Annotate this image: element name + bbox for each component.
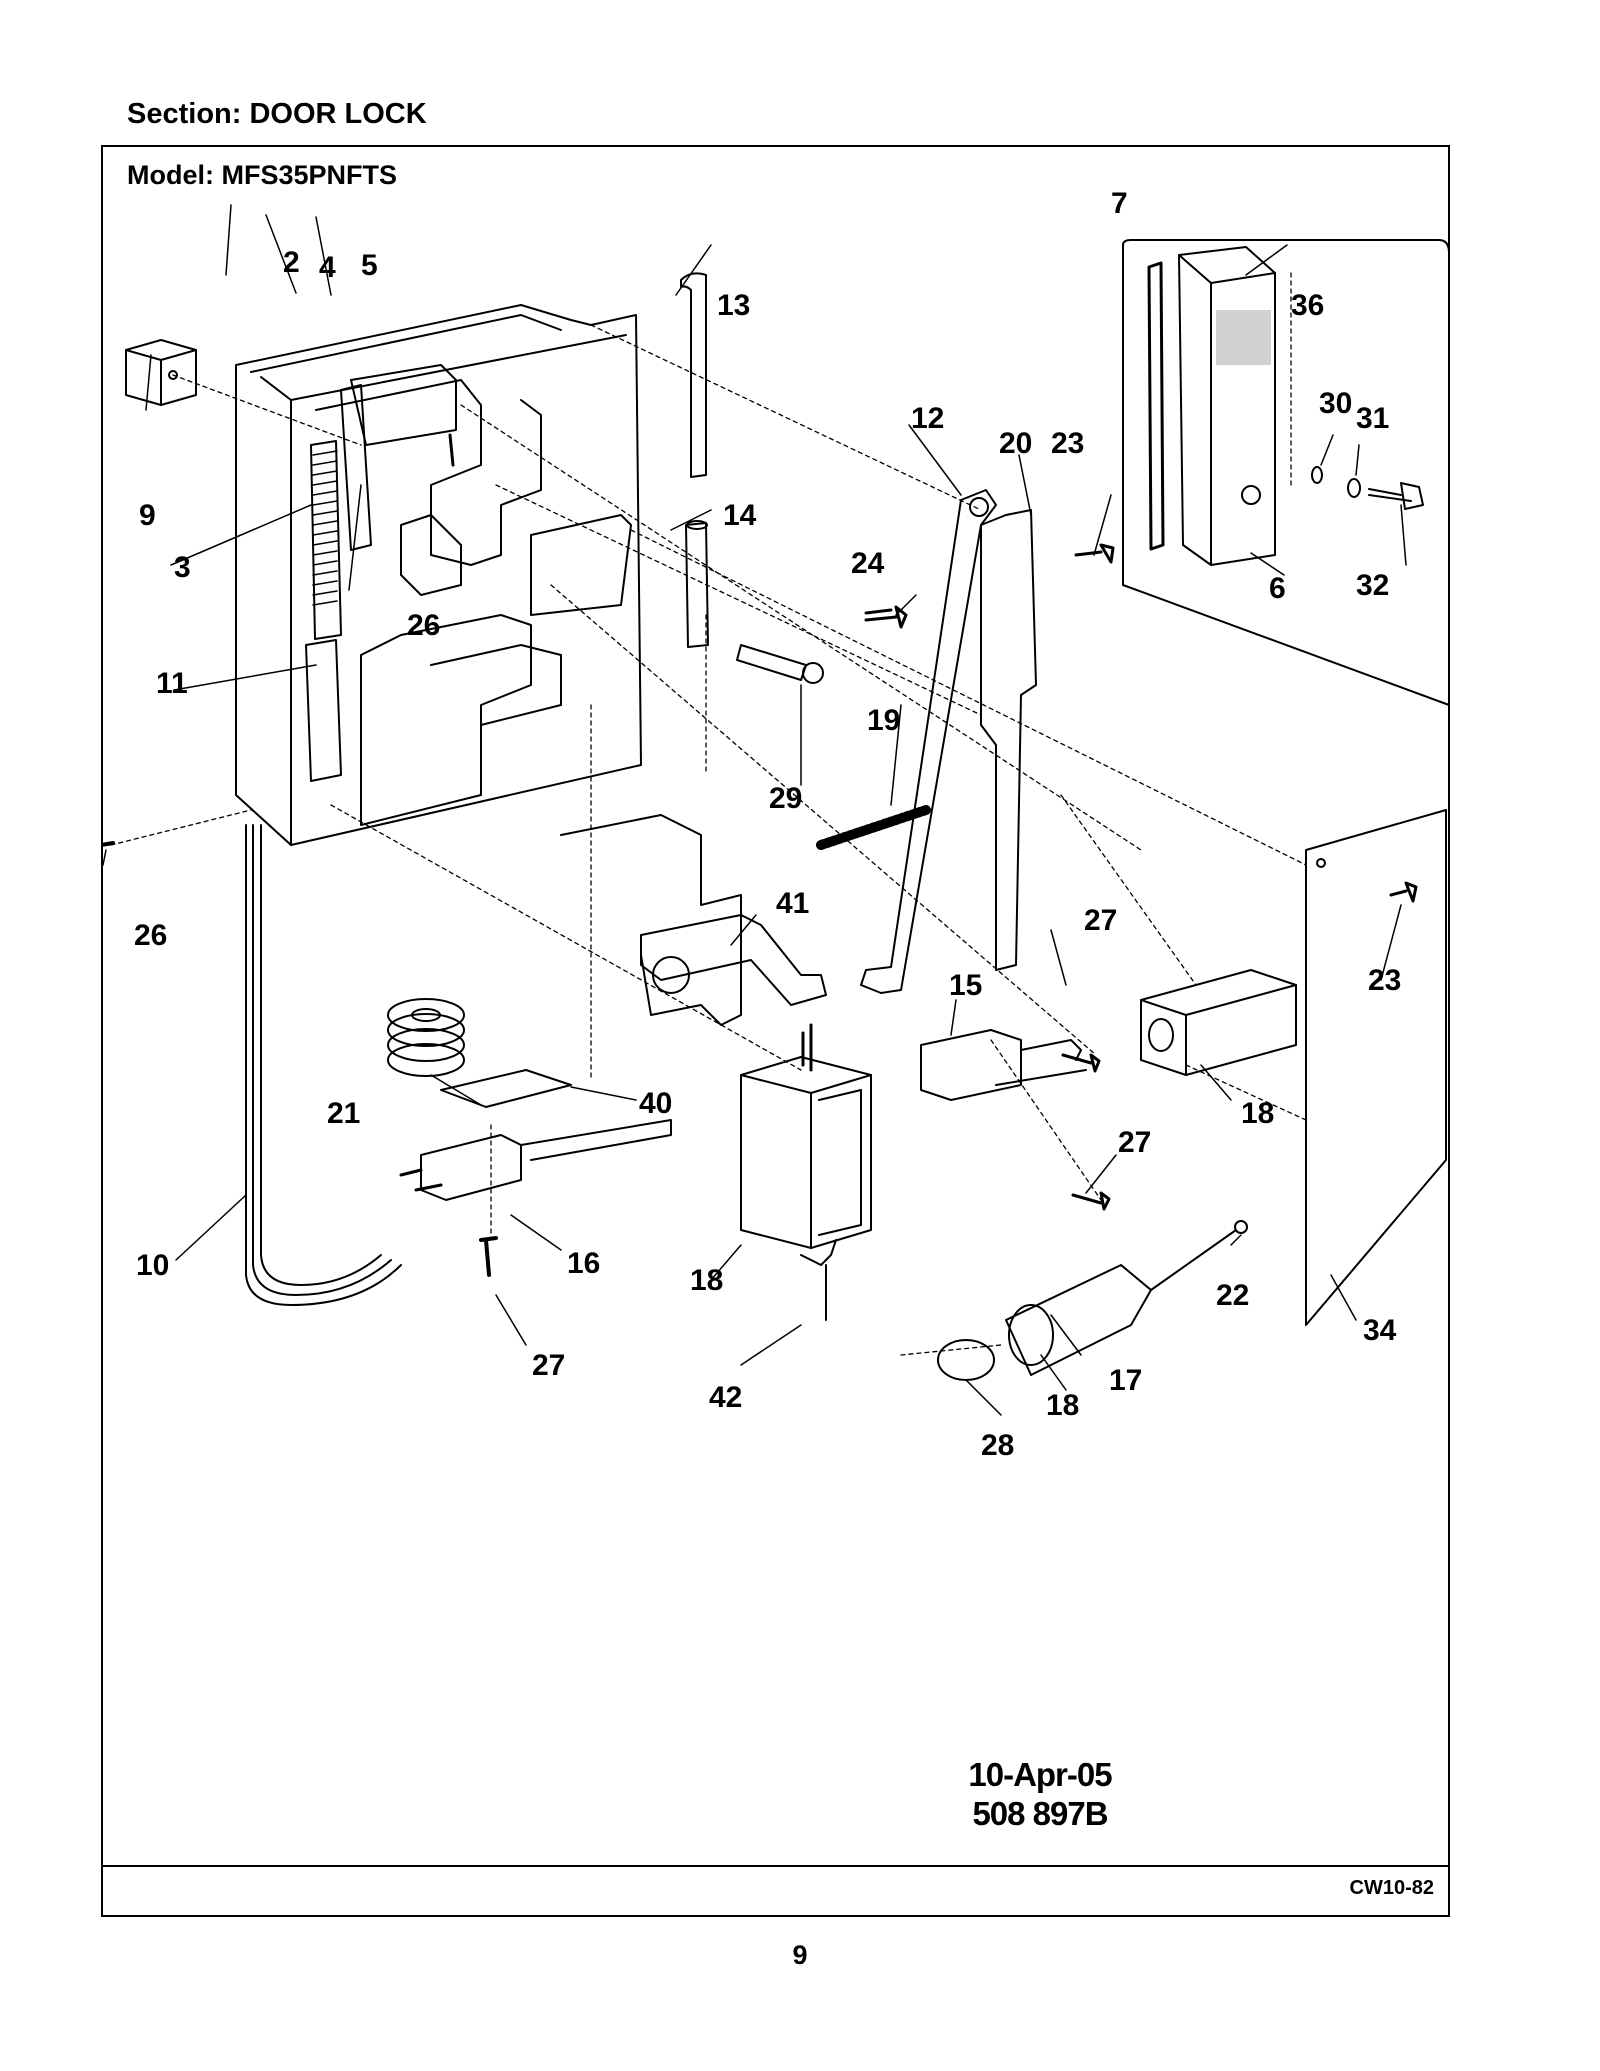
part-41-bracket [640, 914, 827, 1006]
callout-23: 23 [1051, 427, 1084, 460]
part-26-screw-top [448, 433, 455, 467]
callout-26-left: 26 [134, 919, 167, 952]
callout-13: 13 [717, 289, 750, 322]
part-14-tube [685, 522, 709, 648]
callout-24: 24 [851, 547, 885, 580]
callout-9: 9 [139, 499, 156, 532]
inset-panel [1122, 239, 1450, 706]
part-10-wires [245, 824, 402, 1306]
exploded-parts-diagram: 7 2 4 5 13 36 9 12 20 23 30 31 3 14 24 6… [101, 187, 1450, 1462]
callout-18-right: 18 [1241, 1097, 1274, 1130]
callout-17: 17 [1109, 1364, 1142, 1397]
part-7-strip [1147, 261, 1165, 551]
part-27-screw-bottom [479, 1236, 498, 1277]
callout-27: 27 [1084, 904, 1117, 937]
callout-2: 2 [283, 246, 300, 279]
callout-28: 28 [981, 1429, 1014, 1462]
part-19-spring [816, 805, 931, 850]
part-32-bolt [1368, 482, 1424, 510]
callout-21: 21 [327, 1097, 360, 1130]
callout-32: 32 [1356, 569, 1389, 602]
part-23-screw-top [1074, 543, 1115, 564]
callout-4: 4 [319, 251, 336, 284]
callout-42: 42 [709, 1381, 742, 1414]
part-18-right-solenoid [1140, 969, 1297, 1076]
drawing-frame [101, 145, 1450, 1917]
footer-divider [101, 1865, 1450, 1867]
callout-19: 19 [867, 704, 900, 737]
part-15-switch [920, 1029, 1022, 1101]
callout-18-bottom: 18 [1046, 1389, 1079, 1422]
callout-6: 6 [1269, 572, 1286, 605]
callout-12: 12 [911, 402, 944, 435]
callout-27-bottom: 27 [532, 1349, 565, 1382]
callout-18-center: 18 [690, 1264, 723, 1297]
callout-7: 7 [1111, 187, 1128, 220]
part-11-slide [305, 639, 342, 782]
callout-40: 40 [639, 1087, 672, 1120]
part-4-bracket [340, 384, 372, 551]
part-27-screw-low [1071, 1191, 1111, 1211]
part-18-solenoid [740, 1056, 872, 1249]
part-29-screw [736, 644, 807, 681]
document-code: CW10-82 [1349, 1877, 1434, 1899]
part-34-cover [1305, 809, 1447, 1326]
part-36-bracket [1178, 246, 1276, 566]
callout-31: 31 [1356, 402, 1389, 435]
callout-16: 16 [567, 1247, 600, 1280]
part-26-screw-left [101, 841, 115, 847]
part-12-lever [860, 489, 997, 994]
part-17-plunger [1005, 1264, 1152, 1376]
model-title: Model: MFS35PNFTS [127, 160, 398, 190]
callout-3: 3 [174, 551, 191, 584]
part-5-plate [350, 364, 457, 446]
callout-15: 15 [949, 969, 982, 1002]
callout-5: 5 [361, 249, 378, 282]
page-number: 9 [792, 1940, 808, 1970]
callout-14: 14 [723, 499, 757, 532]
part-23-screw-right [1389, 881, 1418, 903]
callout-36: 36 [1291, 289, 1324, 322]
callout-27-mid: 27 [1118, 1126, 1151, 1159]
part-40-plate [440, 1069, 572, 1108]
part-27-screw-mid [1061, 1053, 1101, 1073]
callout-29: 29 [769, 782, 802, 815]
callout-20: 20 [999, 427, 1032, 460]
part-2-frame [235, 304, 642, 846]
part-13-rod [680, 272, 707, 478]
callout-26: 26 [407, 609, 440, 642]
section-title: Section: DOOR LOCK [127, 98, 427, 130]
date-stamp: 10-Apr-05 [968, 1756, 1112, 1793]
part-16-switch [420, 1134, 522, 1201]
part-20-plate [980, 509, 1037, 971]
part-28-ring [937, 1339, 995, 1381]
part-number: 508 897B [972, 1795, 1108, 1832]
callout-23-right: 23 [1368, 964, 1401, 997]
callout-11: 11 [156, 667, 188, 700]
callout-34: 34 [1363, 1314, 1397, 1347]
callout-30: 30 [1319, 387, 1352, 420]
callout-10: 10 [136, 1249, 169, 1282]
revision-stamp: 10-Apr-05 508 897B [940, 1755, 1140, 1833]
part-9-block [125, 339, 197, 406]
callout-22: 22 [1216, 1279, 1249, 1312]
callout-41: 41 [776, 887, 809, 920]
